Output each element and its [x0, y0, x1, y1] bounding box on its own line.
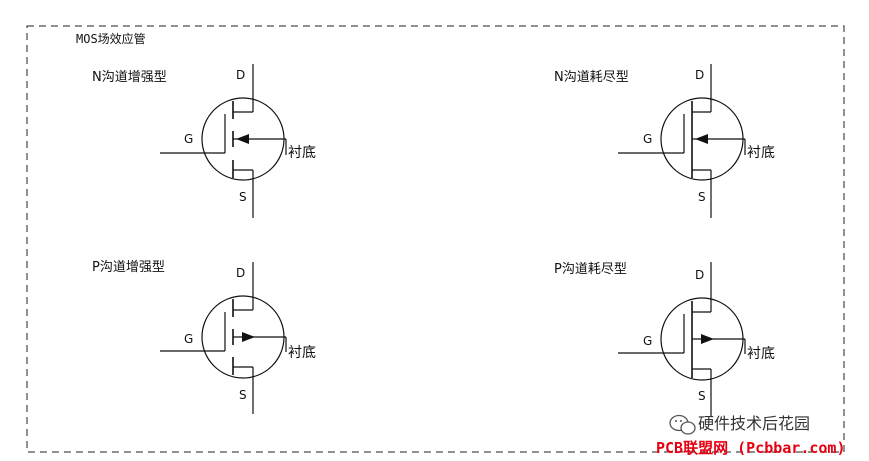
- substrate-label: 衬底: [747, 346, 775, 362]
- wechat-icon: [669, 414, 696, 435]
- device-n-depletion: N沟道耗尽型 D G S 衬底: [554, 64, 775, 218]
- pin-g: G: [643, 132, 652, 146]
- device-p-depletion: P沟道耗尽型 D G S 衬底: [554, 262, 775, 416]
- device-title: P沟道增强型: [92, 260, 165, 275]
- device-title: N沟道耗尽型: [554, 70, 629, 85]
- pin-d: D: [695, 68, 704, 82]
- pin-d: D: [236, 266, 245, 280]
- device-p-enhancement: P沟道增强型 D G S 衬底: [92, 260, 316, 414]
- device-title: P沟道耗尽型: [554, 262, 627, 277]
- device-n-enhancement: N沟道增强型 D G S 衬底: [92, 64, 316, 218]
- substrate-label: 衬底: [747, 145, 775, 161]
- pin-s: S: [239, 190, 247, 204]
- pin-d: D: [695, 268, 704, 282]
- arrow-out: [701, 334, 714, 344]
- substrate-label: 衬底: [288, 345, 316, 361]
- brand-text: 硬件技术后花园: [698, 414, 810, 433]
- pin-g: G: [184, 332, 193, 346]
- pin-s: S: [698, 389, 706, 403]
- arrow-out: [242, 332, 255, 342]
- pin-s: S: [239, 388, 247, 402]
- arrow-in: [695, 134, 708, 144]
- site-text: PCB联盟网 (Pcbbar.com): [656, 439, 846, 457]
- frame-title: MOS场效应管: [76, 31, 146, 46]
- pin-g: G: [184, 132, 193, 146]
- frame-border: [26, 25, 845, 453]
- pin-d: D: [236, 68, 245, 82]
- arrow-in: [236, 134, 249, 144]
- substrate-label: 衬底: [288, 145, 316, 161]
- watermark: 硬件技术后花园 PCB联盟网 (Pcbbar.com): [656, 414, 846, 457]
- pin-g: G: [643, 334, 652, 348]
- pin-s: S: [698, 190, 706, 204]
- device-title: N沟道增强型: [92, 70, 167, 85]
